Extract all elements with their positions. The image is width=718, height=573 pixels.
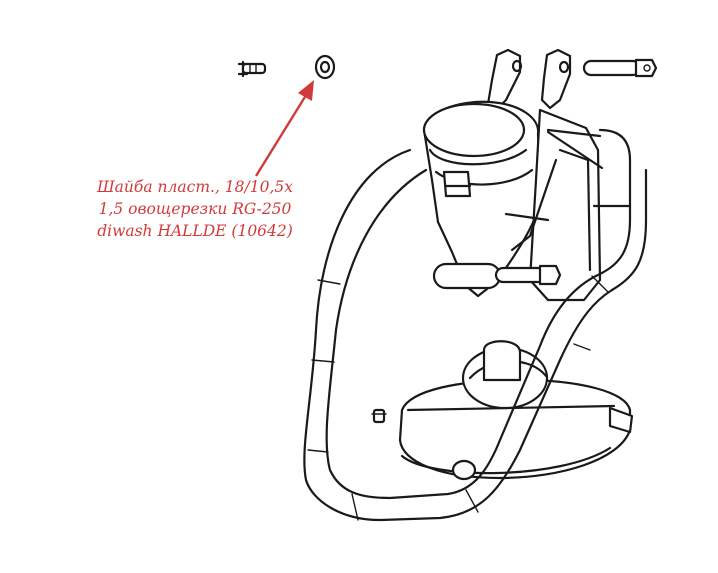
screw-icon [237, 60, 267, 78]
washer-icon [314, 54, 336, 80]
callout-arrow-icon [254, 80, 314, 177]
bolt-icon [582, 58, 658, 78]
callout-line-2: 1,5 овощерезки RG-250 [98, 200, 292, 218]
callout-line-1: Шайба пласт., 18/10,5х [97, 178, 293, 196]
part-callout-label: Шайба пласт., 18/10,5х 1,5 овощерезки RG… [60, 176, 330, 242]
vegetable-cutter-assembly [303, 48, 648, 522]
callout-line-3: diwash HALLDE (10642) [97, 222, 293, 240]
